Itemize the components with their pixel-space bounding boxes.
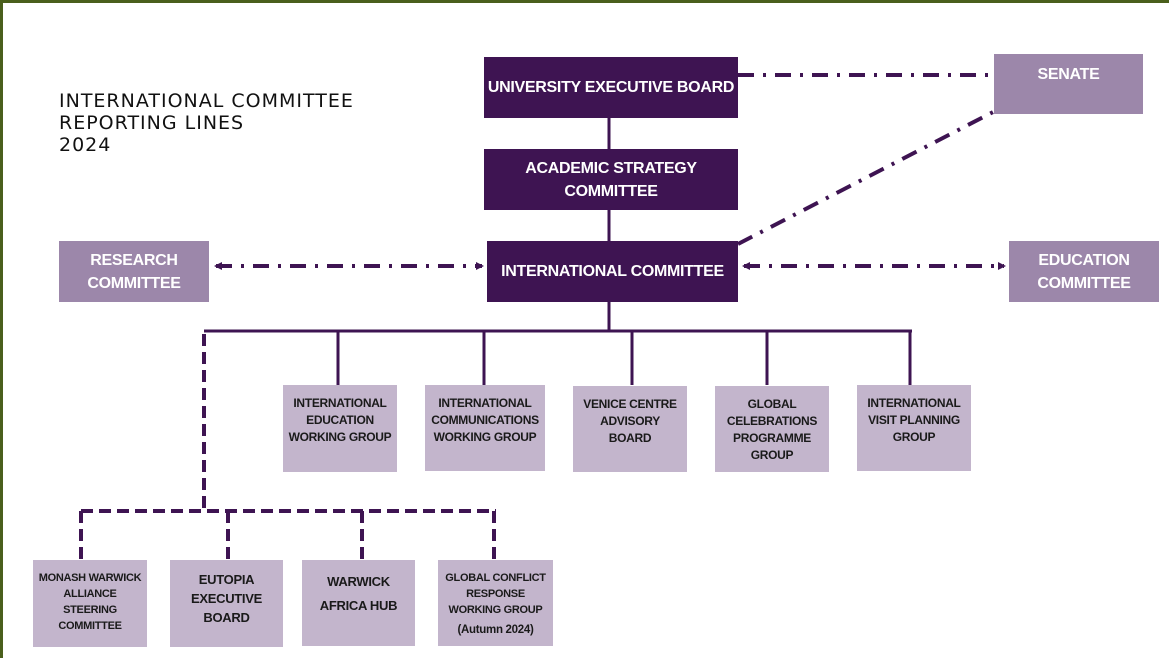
node-global-celebrations-programme-group: GLOBAL CELEBRATIONS PROGRAMME GROUP	[715, 386, 829, 472]
node-label: INTERNATIONAL	[867, 396, 961, 410]
node-label: UNIVERSITY EXECUTIVE BOARD	[487, 79, 735, 96]
node-label: SENATE	[1037, 66, 1100, 83]
node-international-communications-working-group: INTERNATIONAL COMMUNICATIONS WORKING GRO…	[425, 385, 545, 471]
node-education-committee: EDUCATION COMMITTEE	[1009, 241, 1159, 302]
diagram-title: INTERNATIONAL COMMITTEE REPORTING LINES …	[59, 90, 354, 156]
node-senate: SENATE	[994, 54, 1143, 114]
node-label: COMMITTEE	[564, 182, 658, 200]
node-label: BOARD	[608, 431, 652, 445]
line-ic-senate	[737, 109, 996, 246]
node-label: VENICE CENTRE	[583, 397, 677, 411]
node-label: ALLIANCE	[63, 588, 117, 600]
node-label: INTERNATIONAL COMMITTEE	[501, 263, 724, 280]
node-label: WORKING GROUP	[288, 430, 392, 444]
node-label: INTERNATIONAL	[438, 396, 532, 410]
node-label: EUTOPIA	[198, 572, 255, 587]
node-label: AFRICA HUB	[319, 598, 398, 613]
node-label: EDUCATION	[306, 413, 374, 427]
node-label: COMMUNICATIONS	[431, 413, 539, 427]
node-venice-centre-advisory-board: VENICE CENTRE ADVISORY BOARD	[573, 386, 687, 472]
node-global-conflict-response-working-group: GLOBAL CONFLICT RESPONSE WORKING GROUP (…	[438, 560, 553, 646]
node-label: INTERNATIONAL	[293, 396, 387, 410]
node-label: CELEBRATIONS	[726, 414, 818, 428]
node-label: COMMITTEE	[1037, 274, 1131, 292]
node-label: EXECUTIVE	[191, 591, 262, 606]
node-academic-strategy-committee: ACADEMIC STRATEGY COMMITTEE	[484, 149, 738, 210]
title-line-3: 2024	[59, 134, 112, 156]
node-label: COMMITTEE	[87, 274, 181, 292]
node-label: COMMITTEE	[58, 620, 122, 632]
node-international-committee: INTERNATIONAL COMMITTEE	[487, 241, 738, 302]
node-label: BOARD	[203, 610, 250, 625]
node-international-visit-planning-group: INTERNATIONAL VISIT PLANNING GROUP	[857, 385, 971, 471]
node-label: GLOBAL	[747, 397, 797, 411]
node-international-education-working-group: INTERNATIONAL EDUCATION WORKING GROUP	[283, 385, 397, 472]
node-warwick-africa-hub: WARWICK AFRICA HUB	[302, 560, 415, 646]
title-line-2: REPORTING LINES	[59, 112, 245, 134]
node-label: ACADEMIC STRATEGY	[525, 159, 697, 177]
node-university-executive-board: UNIVERSITY EXECUTIVE BOARD	[484, 57, 738, 118]
node-research-committee: RESEARCH COMMITTEE	[59, 241, 209, 302]
node-eutopia-executive-board: EUTOPIA EXECUTIVE BOARD	[170, 560, 283, 647]
node-label: GROUP	[750, 448, 794, 462]
node-label: GLOBAL CONFLICT	[445, 572, 546, 584]
node-label: GROUP	[892, 430, 936, 444]
node-monash-warwick-alliance-steering-committee: MONASH WARWICK ALLIANCE STEERING COMMITT…	[33, 560, 147, 647]
node-note: (Autumn 2024)	[457, 624, 534, 636]
node-label: PROGRAMME	[733, 431, 811, 445]
node-label: EDUCATION	[1038, 251, 1130, 269]
node-label: RESEARCH	[90, 251, 178, 269]
node-label: MONASH WARWICK	[38, 572, 142, 584]
node-label: WARWICK	[327, 574, 390, 589]
node-label: VISIT PLANNING	[868, 413, 960, 427]
node-label: WORKING GROUP	[433, 430, 537, 444]
node-label: STEERING	[63, 604, 117, 616]
title-line-1: INTERNATIONAL COMMITTEE	[59, 90, 354, 112]
node-label: RESPONSE	[466, 588, 525, 600]
node-label: ADVISORY	[600, 414, 660, 428]
node-label: WORKING GROUP	[448, 604, 543, 616]
